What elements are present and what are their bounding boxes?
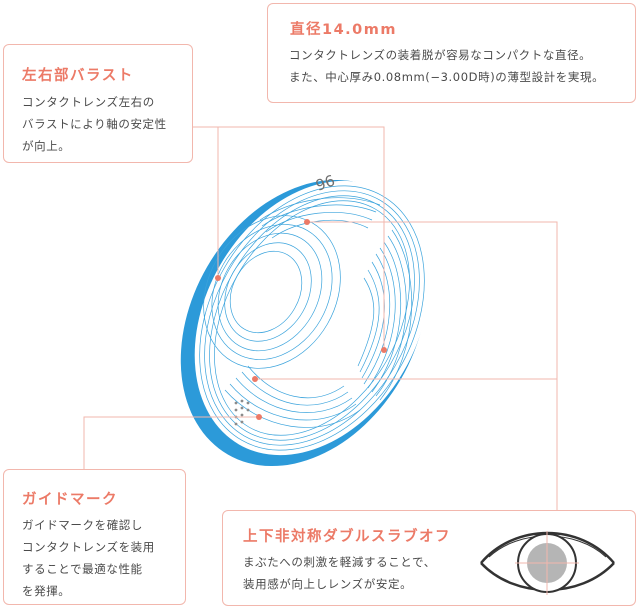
callout-line: また、中心厚み0.08mm(−3.00D時)の薄型設計を実現。 bbox=[289, 70, 605, 84]
guide-mark-dots bbox=[234, 399, 250, 426]
callout-title: 上下非対称ダブルスラブオフ bbox=[243, 529, 451, 545]
callout-text: コンタクトレンズ左右の バラストにより軸の安定性 が向上。 bbox=[22, 91, 167, 157]
contact-lens-icon: 96 bbox=[180, 171, 430, 467]
callout-line: ガイドマークを確認し bbox=[22, 518, 143, 532]
callout-line: コンタクトレンズを装用 bbox=[22, 540, 155, 554]
eye-icon bbox=[480, 531, 615, 595]
callout-text: まぶたへの刺激を軽減することで、 装用感が向上しレンズが安定。 bbox=[243, 551, 436, 595]
leader-lines bbox=[83, 126, 558, 510]
callout-title: 左右部バラスト bbox=[22, 68, 134, 84]
callout-title: 直径14.0mm bbox=[290, 22, 397, 38]
callout-slab-off: 上下非対称ダブルスラブオフ まぶたへの刺激を軽減することで、 装用感が向上しレン… bbox=[222, 510, 636, 606]
anchor-dots bbox=[215, 219, 387, 420]
callout-line: バラストにより軸の安定性 bbox=[22, 117, 167, 131]
callout-line: を発揮。 bbox=[22, 584, 71, 598]
callout-line: 装用感が向上しレンズが安定。 bbox=[243, 577, 413, 591]
callout-ballast: 左右部バラスト コンタクトレンズ左右の バラストにより軸の安定性 が向上。 bbox=[3, 44, 193, 163]
callout-guide-mark: ガイドマーク ガイドマークを確認し コンタクトレンズを装用 することで最適な性能… bbox=[3, 469, 186, 605]
callout-line: が向上。 bbox=[22, 139, 71, 153]
callout-text: ガイドマークを確認し コンタクトレンズを装用 することで最適な性能 を発揮。 bbox=[22, 514, 155, 602]
callout-line: まぶたへの刺激を軽減することで、 bbox=[243, 555, 436, 569]
lens-marking: 96 bbox=[313, 171, 337, 194]
callout-text: コンタクトレンズの装着脱が容易なコンパクトな直径。 また、中心厚み0.08mm(… bbox=[289, 44, 604, 88]
callout-diameter: 直径14.0mm コンタクトレンズの装着脱が容易なコンパクトな直径。 また、中心… bbox=[267, 3, 636, 103]
callout-line: コンタクトレンズの装着脱が容易なコンパクトな直径。 bbox=[289, 48, 592, 62]
callout-title: ガイドマーク bbox=[22, 492, 118, 508]
callout-line: コンタクトレンズ左右の bbox=[22, 95, 155, 109]
callout-line: することで最適な性能 bbox=[22, 562, 143, 576]
